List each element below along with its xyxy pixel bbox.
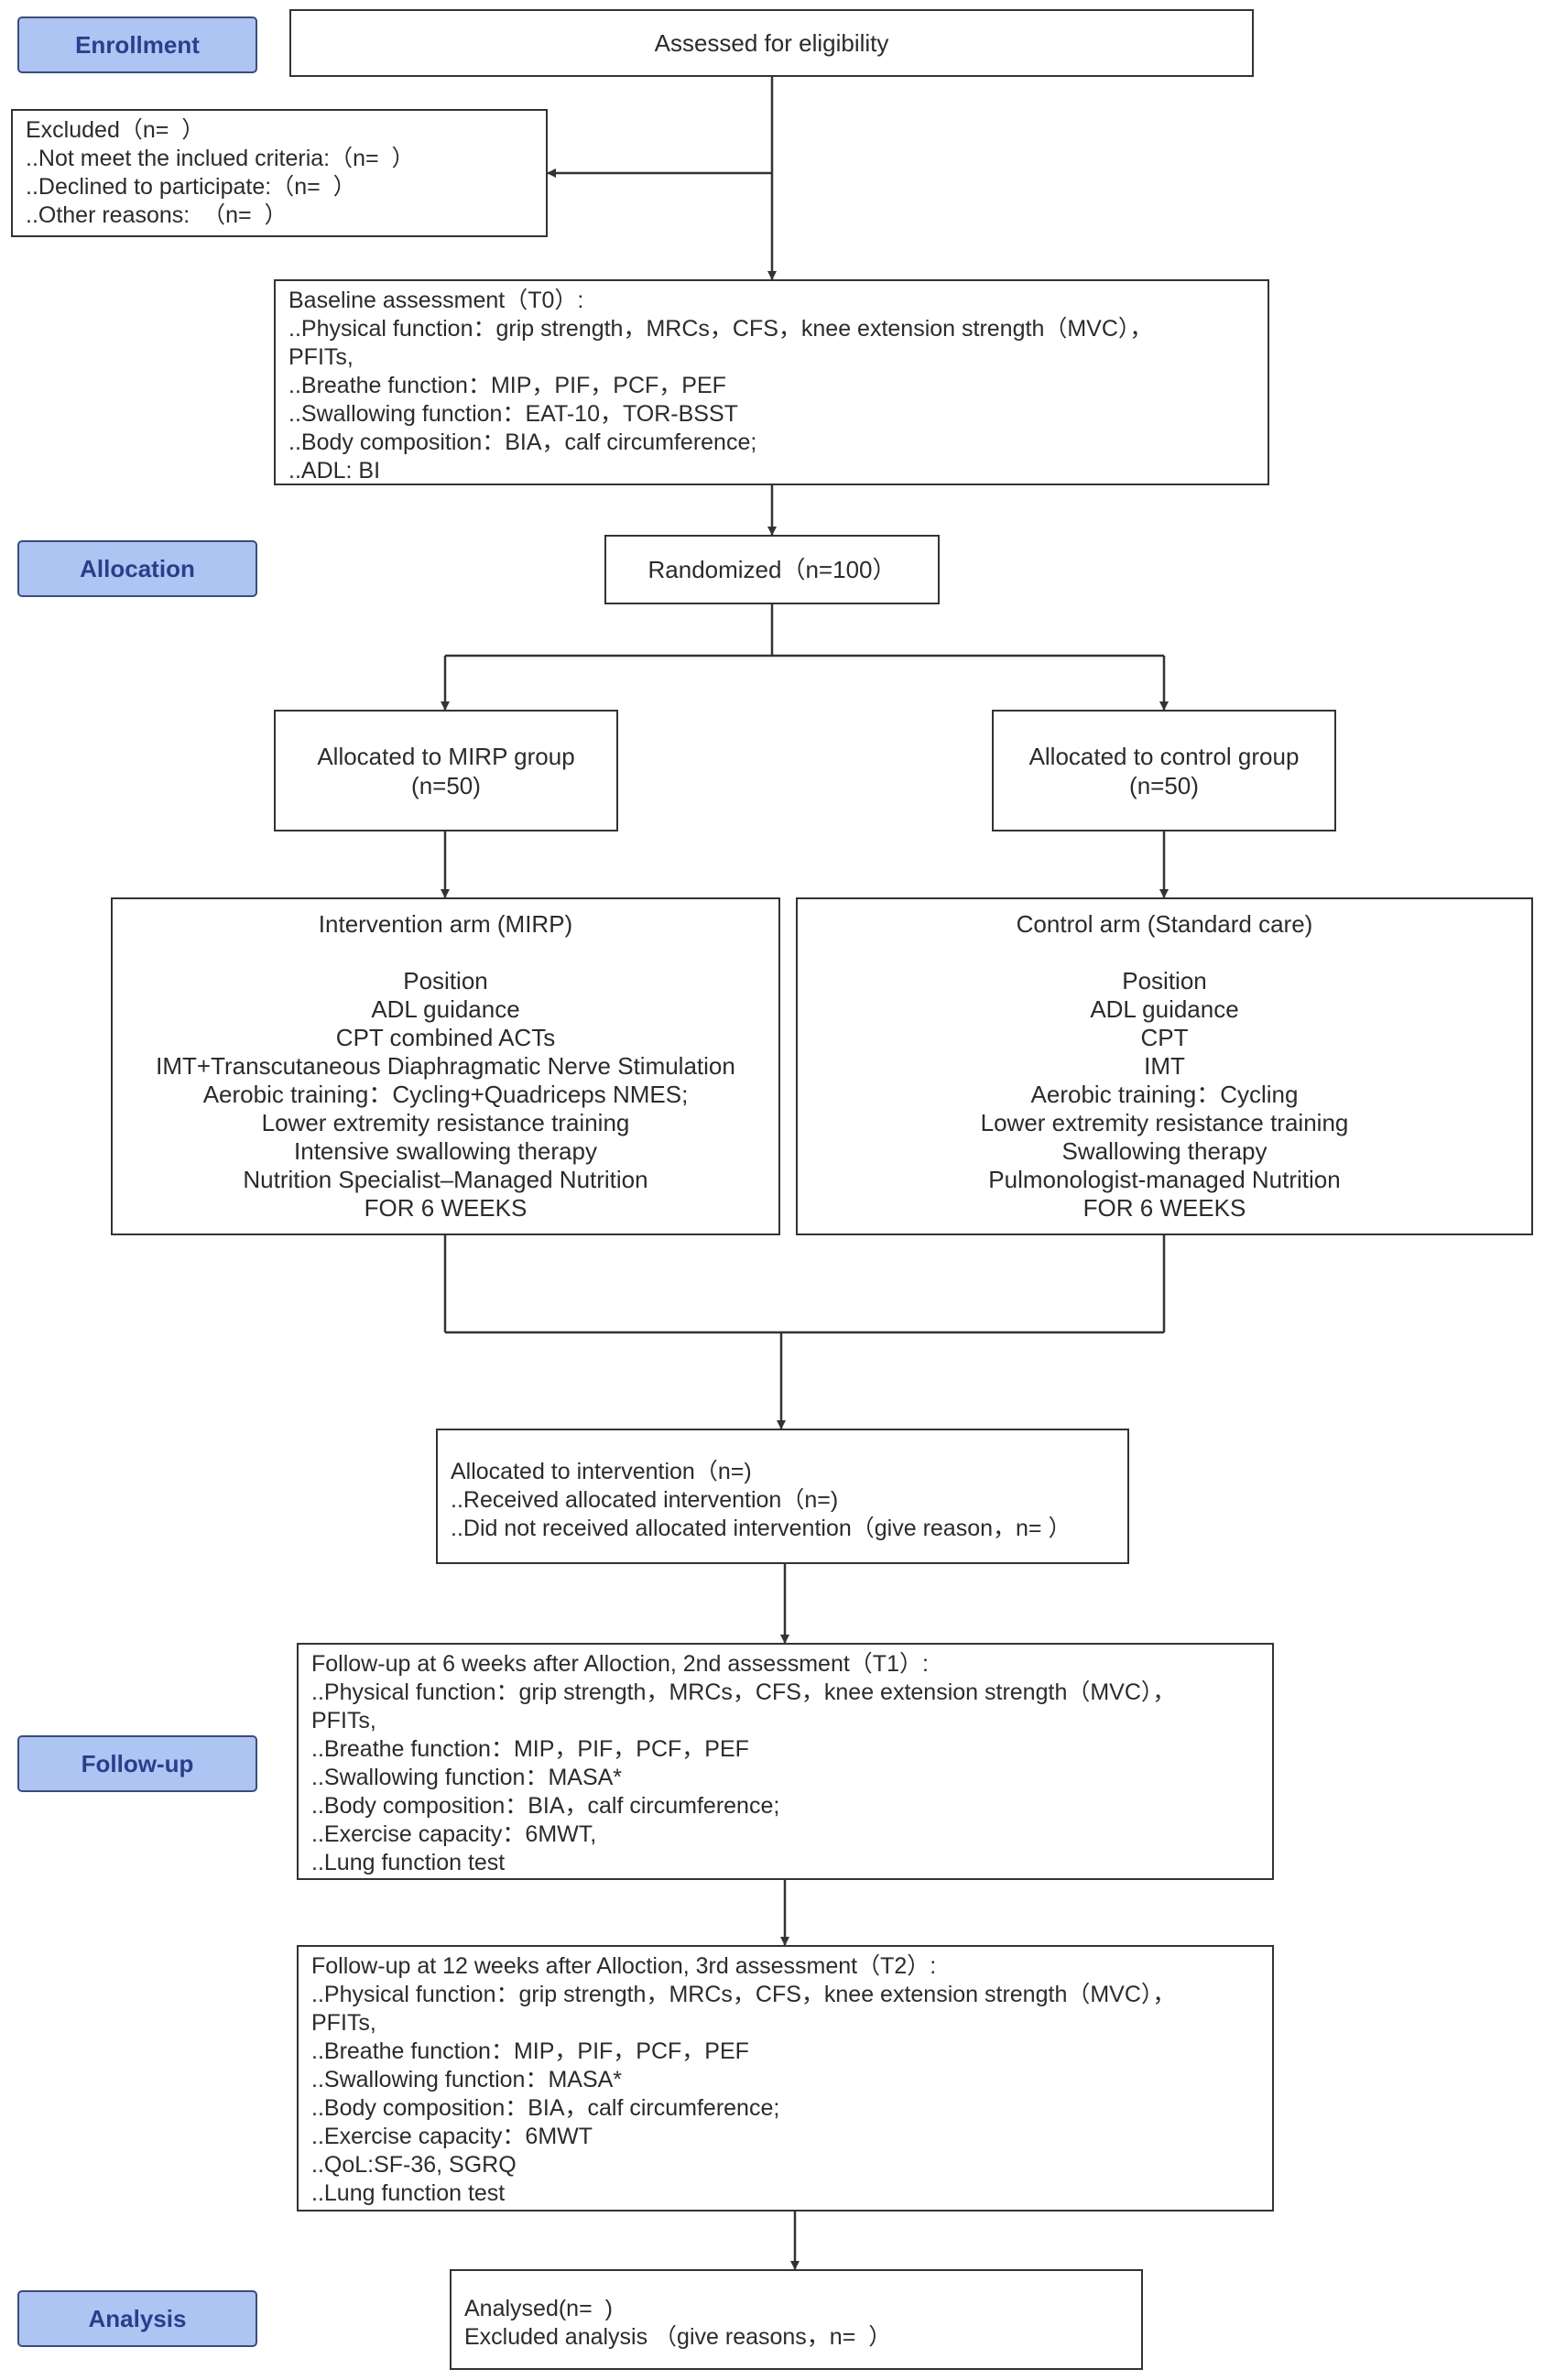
control-arm-item: Position [1122, 967, 1207, 994]
control-arm-item: IMT [1144, 1052, 1185, 1080]
allocated-intervention-line: ..Received allocated intervention（n=) [451, 1487, 839, 1513]
followup-12w-line: ..Exercise capacity：6MWT [311, 2124, 593, 2149]
intervention-arm-item: Lower extremity resistance training [261, 1109, 630, 1136]
stage-analysis: Analysis [17, 2290, 257, 2347]
analysis-line: Analysed(n= ) [464, 2296, 613, 2321]
control-arm-item: Aerobic training：Cycling [1030, 1081, 1299, 1108]
followup-6w-box: Follow-up at 6 weeks after Alloction, 2n… [297, 1643, 1274, 1880]
baseline-line: ..Body composition：BIA，calf circumferenc… [288, 429, 757, 455]
baseline-assessment-box: Baseline assessment（T0）: ..Physical func… [274, 279, 1269, 485]
followup-12w-line: ..Swallowing function：MASA* [311, 2067, 623, 2092]
excluded-line: Excluded（n= ） [26, 117, 205, 143]
followup-6w-line: Follow-up at 6 weeks after Alloction, 2n… [311, 1651, 929, 1677]
baseline-line: ..ADL: BI [288, 458, 381, 484]
followup-12w-line: PFITs, [311, 2010, 376, 2036]
excluded-line: ..Declined to participate:（n= ） [26, 174, 356, 200]
intervention-arm-item: Nutrition Specialist–Managed Nutrition [243, 1166, 648, 1193]
control-arm-item: Swallowing therapy [1061, 1137, 1268, 1165]
excluded-line: ..Not meet the inclued criteria:（n= ） [26, 146, 415, 171]
followup-6w-line: ..Lung function test [311, 1850, 506, 1875]
followup-12w-line: Follow-up at 12 weeks after Alloction, 3… [311, 1953, 937, 1979]
control-arm-item: Lower extremity resistance training [980, 1109, 1349, 1136]
followup-12w-line: ..Physical function：grip strength，MRCs，C… [311, 1982, 1176, 2007]
analysis-line: Excluded analysis （give reasons，n= ） [464, 2324, 892, 2350]
mirp-group-box: Allocated to MIRP group (n=50) [274, 710, 618, 831]
baseline-line: ..Breathe function：MIP，PIF，PCF，PEF [288, 373, 726, 398]
followup-6w-line: ..Breathe function：MIP，PIF，PCF，PEF [311, 1736, 749, 1762]
control-arm-item: ADL guidance [1090, 995, 1239, 1023]
intervention-arm-item: CPT combined ACTs [335, 1024, 556, 1051]
allocated-intervention-line: ..Did not received allocated interventio… [451, 1516, 1072, 1541]
baseline-line: ..Swallowing function：EAT-10，TOR-BSST [288, 401, 738, 427]
stage-follow-up: Follow-up [17, 1735, 257, 1792]
control-group-count: (n=50) [1129, 771, 1199, 799]
followup-6w-line: PFITs, [311, 1708, 376, 1733]
control-group-box: Allocated to control group (n=50) [992, 710, 1336, 831]
baseline-line: ..Physical function：grip strength，MRCs，C… [288, 316, 1153, 342]
assessed-eligibility-box: Assessed for eligibility [289, 9, 1254, 77]
excluded-box: Excluded（n= ） ..Not meet the inclued cri… [11, 109, 548, 237]
baseline-line: Baseline assessment（T0）: [288, 288, 584, 313]
intervention-arm-item: FOR 6 WEEKS [364, 1194, 528, 1222]
stage-enrollment: Enrollment [17, 16, 257, 73]
followup-6w-line: ..Body composition：BIA，calf circumferenc… [311, 1793, 780, 1819]
intervention-arm-title: Intervention arm (MIRP) [318, 910, 573, 938]
control-arm-item: CPT [1140, 1024, 1189, 1051]
followup-12w-line: ..Breathe function：MIP，PIF，PCF，PEF [311, 2038, 749, 2064]
allocated-intervention-line: Allocated to intervention（n=) [451, 1459, 752, 1484]
mirp-group-title: Allocated to MIRP group [317, 742, 575, 770]
intervention-arm-item: Aerobic training：Cycling+Quadriceps NMES… [202, 1081, 689, 1108]
followup-12w-box: Follow-up at 12 weeks after Alloction, 3… [297, 1945, 1274, 2212]
intervention-arm-item: Intensive swallowing therapy [294, 1137, 597, 1165]
control-arm-title: Control arm (Standard care) [1016, 910, 1313, 938]
baseline-line: PFITs, [288, 344, 354, 370]
randomized-box: Randomized（n=100） [604, 535, 940, 604]
followup-6w-line: ..Swallowing function：MASA* [311, 1765, 623, 1790]
intervention-arm-box: Intervention arm (MIRP) Position ADL gui… [111, 897, 780, 1235]
followup-6w-line: ..Physical function：grip strength，MRCs，C… [311, 1679, 1176, 1705]
followup-12w-line: ..Lung function test [311, 2180, 506, 2206]
followup-6w-line: ..Exercise capacity：6MWT, [311, 1821, 597, 1847]
intervention-arm-item: ADL guidance [371, 995, 520, 1023]
followup-12w-line: ..Body composition：BIA，calf circumferenc… [311, 2095, 780, 2121]
excluded-line: ..Other reasons: （n= ） [26, 202, 288, 228]
followup-12w-line: ..QoL:SF-36, SGRQ [311, 2152, 517, 2178]
control-arm-item: FOR 6 WEEKS [1083, 1194, 1246, 1222]
control-arm-box: Control arm (Standard care) Position ADL… [796, 897, 1533, 1235]
control-group-title: Allocated to control group [1028, 742, 1300, 770]
stage-allocation: Allocation [17, 540, 257, 597]
intervention-arm-item: IMT+Transcutaneous Diaphragmatic Nerve S… [156, 1052, 735, 1080]
allocated-intervention-box: Allocated to intervention（n=) ..Received… [436, 1429, 1129, 1564]
randomized-text: Randomized（n=100） [647, 556, 897, 583]
intervention-arm-item: Position [403, 967, 488, 994]
control-arm-item: Pulmonologist-managed Nutrition [988, 1166, 1341, 1193]
assessed-eligibility-text: Assessed for eligibility [654, 29, 889, 57]
analysis-box: Analysed(n= ) Excluded analysis （give re… [450, 2269, 1143, 2370]
mirp-group-count: (n=50) [411, 771, 481, 799]
